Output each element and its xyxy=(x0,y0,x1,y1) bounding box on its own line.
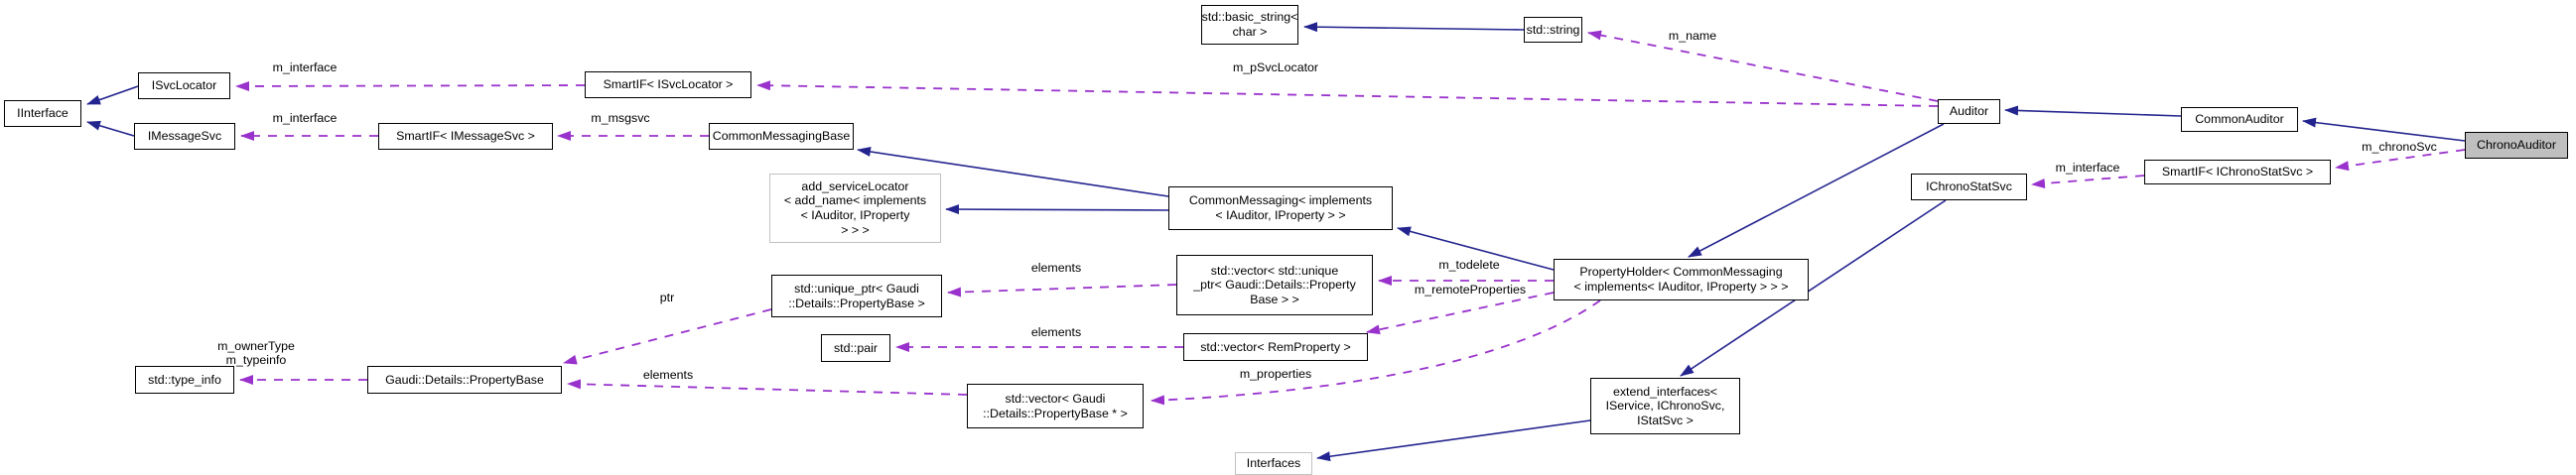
edge-label-m-chronosvc: m_chronoSvc xyxy=(2362,140,2437,154)
edge-auditor-mpsvclocator xyxy=(756,80,1939,107)
edge-vector-propertybase-elements xyxy=(567,379,968,396)
edge-auditor-to-propertyholder xyxy=(1688,123,1945,258)
node-std-string[interactable]: std::string xyxy=(1524,17,1582,43)
edge-label-m-interface-chrono: m_interface xyxy=(2055,161,2120,175)
node-commonmessaging[interactable]: CommonMessaging< implements < IAuditor, … xyxy=(1168,186,1393,230)
edge-label-ptr: ptr xyxy=(659,291,675,304)
node-std-basic-string[interactable]: std::basic_string< char > xyxy=(1201,5,1298,45)
edge-label-m-interface-msg: m_interface xyxy=(272,111,338,125)
edge-smartifsvl-minterface xyxy=(235,80,586,91)
edge-vector-uniqueptr-elements xyxy=(947,284,1177,297)
edge-uniqueptr-ptr xyxy=(563,308,772,365)
node-commonmessagingbase[interactable]: CommonMessagingBase xyxy=(709,123,854,150)
edge-label-m-msgsvc: m_msgsvc xyxy=(591,111,650,125)
node-smartif-isvclocator[interactable]: SmartIF< ISvcLocator > xyxy=(585,71,751,98)
edge-ph-mproperties xyxy=(1151,299,1601,406)
node-unique-ptr[interactable]: std::unique_ptr< Gaudi ::Details::Proper… xyxy=(771,275,942,317)
edge-stdstring-to-basicstring xyxy=(1303,22,1525,33)
node-smartif-imessagesvc[interactable]: SmartIF< IMessageSvc > xyxy=(378,123,553,150)
edge-label-m-properties: m_properties xyxy=(1239,367,1312,381)
edge-label-elements-uniqueptr: elements xyxy=(1030,261,1082,275)
edge-extendinterfaces-to-interfaces xyxy=(1316,419,1591,462)
node-smartif-ichronostatsvc[interactable]: SmartIF< IChronoStatSvc > xyxy=(2144,160,2331,184)
node-add-servicelocator: add_serviceLocator < add_name< implement… xyxy=(769,174,941,243)
node-iinterface[interactable]: IInterface xyxy=(4,100,81,127)
edge-label-elements-pair: elements xyxy=(1030,325,1082,339)
node-vector-propertybase[interactable]: std::vector< Gaudi ::Details::PropertyBa… xyxy=(967,384,1144,428)
edge-label-m-ownertype-m-typeinfo: m_ownerType m_typeinfo xyxy=(217,339,295,367)
node-imessagesvc[interactable]: IMessageSvc xyxy=(134,123,235,150)
node-isvclocator[interactable]: ISvcLocator xyxy=(138,72,230,99)
edge-isvclocator-to-iinterface xyxy=(86,85,139,105)
edge-label-m-todelete: m_todelete xyxy=(1438,258,1500,272)
edge-label-m-name: m_name xyxy=(1668,29,1717,43)
edge-label-m-interface-svc: m_interface xyxy=(272,60,338,74)
edge-label-m-remoteproperties: m_remoteProperties xyxy=(1414,283,1527,297)
edge-label-m-psvclocator: m_pSvcLocator xyxy=(1232,60,1319,74)
edge-propertyholder-to-commonmessaging xyxy=(1397,226,1555,271)
edge-imessagesvc-to-iinterface xyxy=(86,120,135,137)
edge-chronoauditor-to-commonauditor xyxy=(2302,117,2466,142)
edge-commonmessaging-to-base xyxy=(857,146,1169,197)
node-auditor[interactable]: Auditor xyxy=(1938,99,2000,124)
edge-ph-mremoteproperties xyxy=(1366,292,1555,335)
edge-commonmessaging-to-addsvclocator xyxy=(945,204,1169,215)
node-chronoauditor: ChronoAuditor xyxy=(2465,132,2568,159)
node-vector-unique-ptr[interactable]: std::vector< std::unique _ptr< Gaudi::De… xyxy=(1176,255,1373,315)
edge-ichronostatsvc-to-extendinterfaces xyxy=(1680,199,1947,377)
node-std-pair[interactable]: std::pair xyxy=(821,334,890,362)
edge-chronoauditor-mchronosvc xyxy=(2335,149,2466,172)
edge-smartifics-minterface xyxy=(2031,175,2145,188)
node-vector-remproperty[interactable]: std::vector< RemProperty > xyxy=(1183,333,1368,361)
edge-label-elements-propertybase: elements xyxy=(642,368,694,382)
node-interfaces: Interfaces xyxy=(1235,452,1312,475)
edge-auditor-mname xyxy=(1587,30,1939,102)
node-extend-interfaces[interactable]: extend_interfaces< IService, IChronoSvc,… xyxy=(1590,378,1740,434)
node-ichronostatsvc[interactable]: IChronoStatSvc xyxy=(1911,174,2027,200)
node-propertyholder[interactable]: PropertyHolder< CommonMessaging < implem… xyxy=(1554,259,1809,300)
node-propertybase[interactable]: Gaudi::Details::PropertyBase xyxy=(367,366,562,394)
edge-commonauditor-to-auditor xyxy=(2004,105,2182,117)
node-commonauditor[interactable]: CommonAuditor xyxy=(2181,107,2298,132)
node-std-type-info[interactable]: std::type_info xyxy=(135,366,234,394)
